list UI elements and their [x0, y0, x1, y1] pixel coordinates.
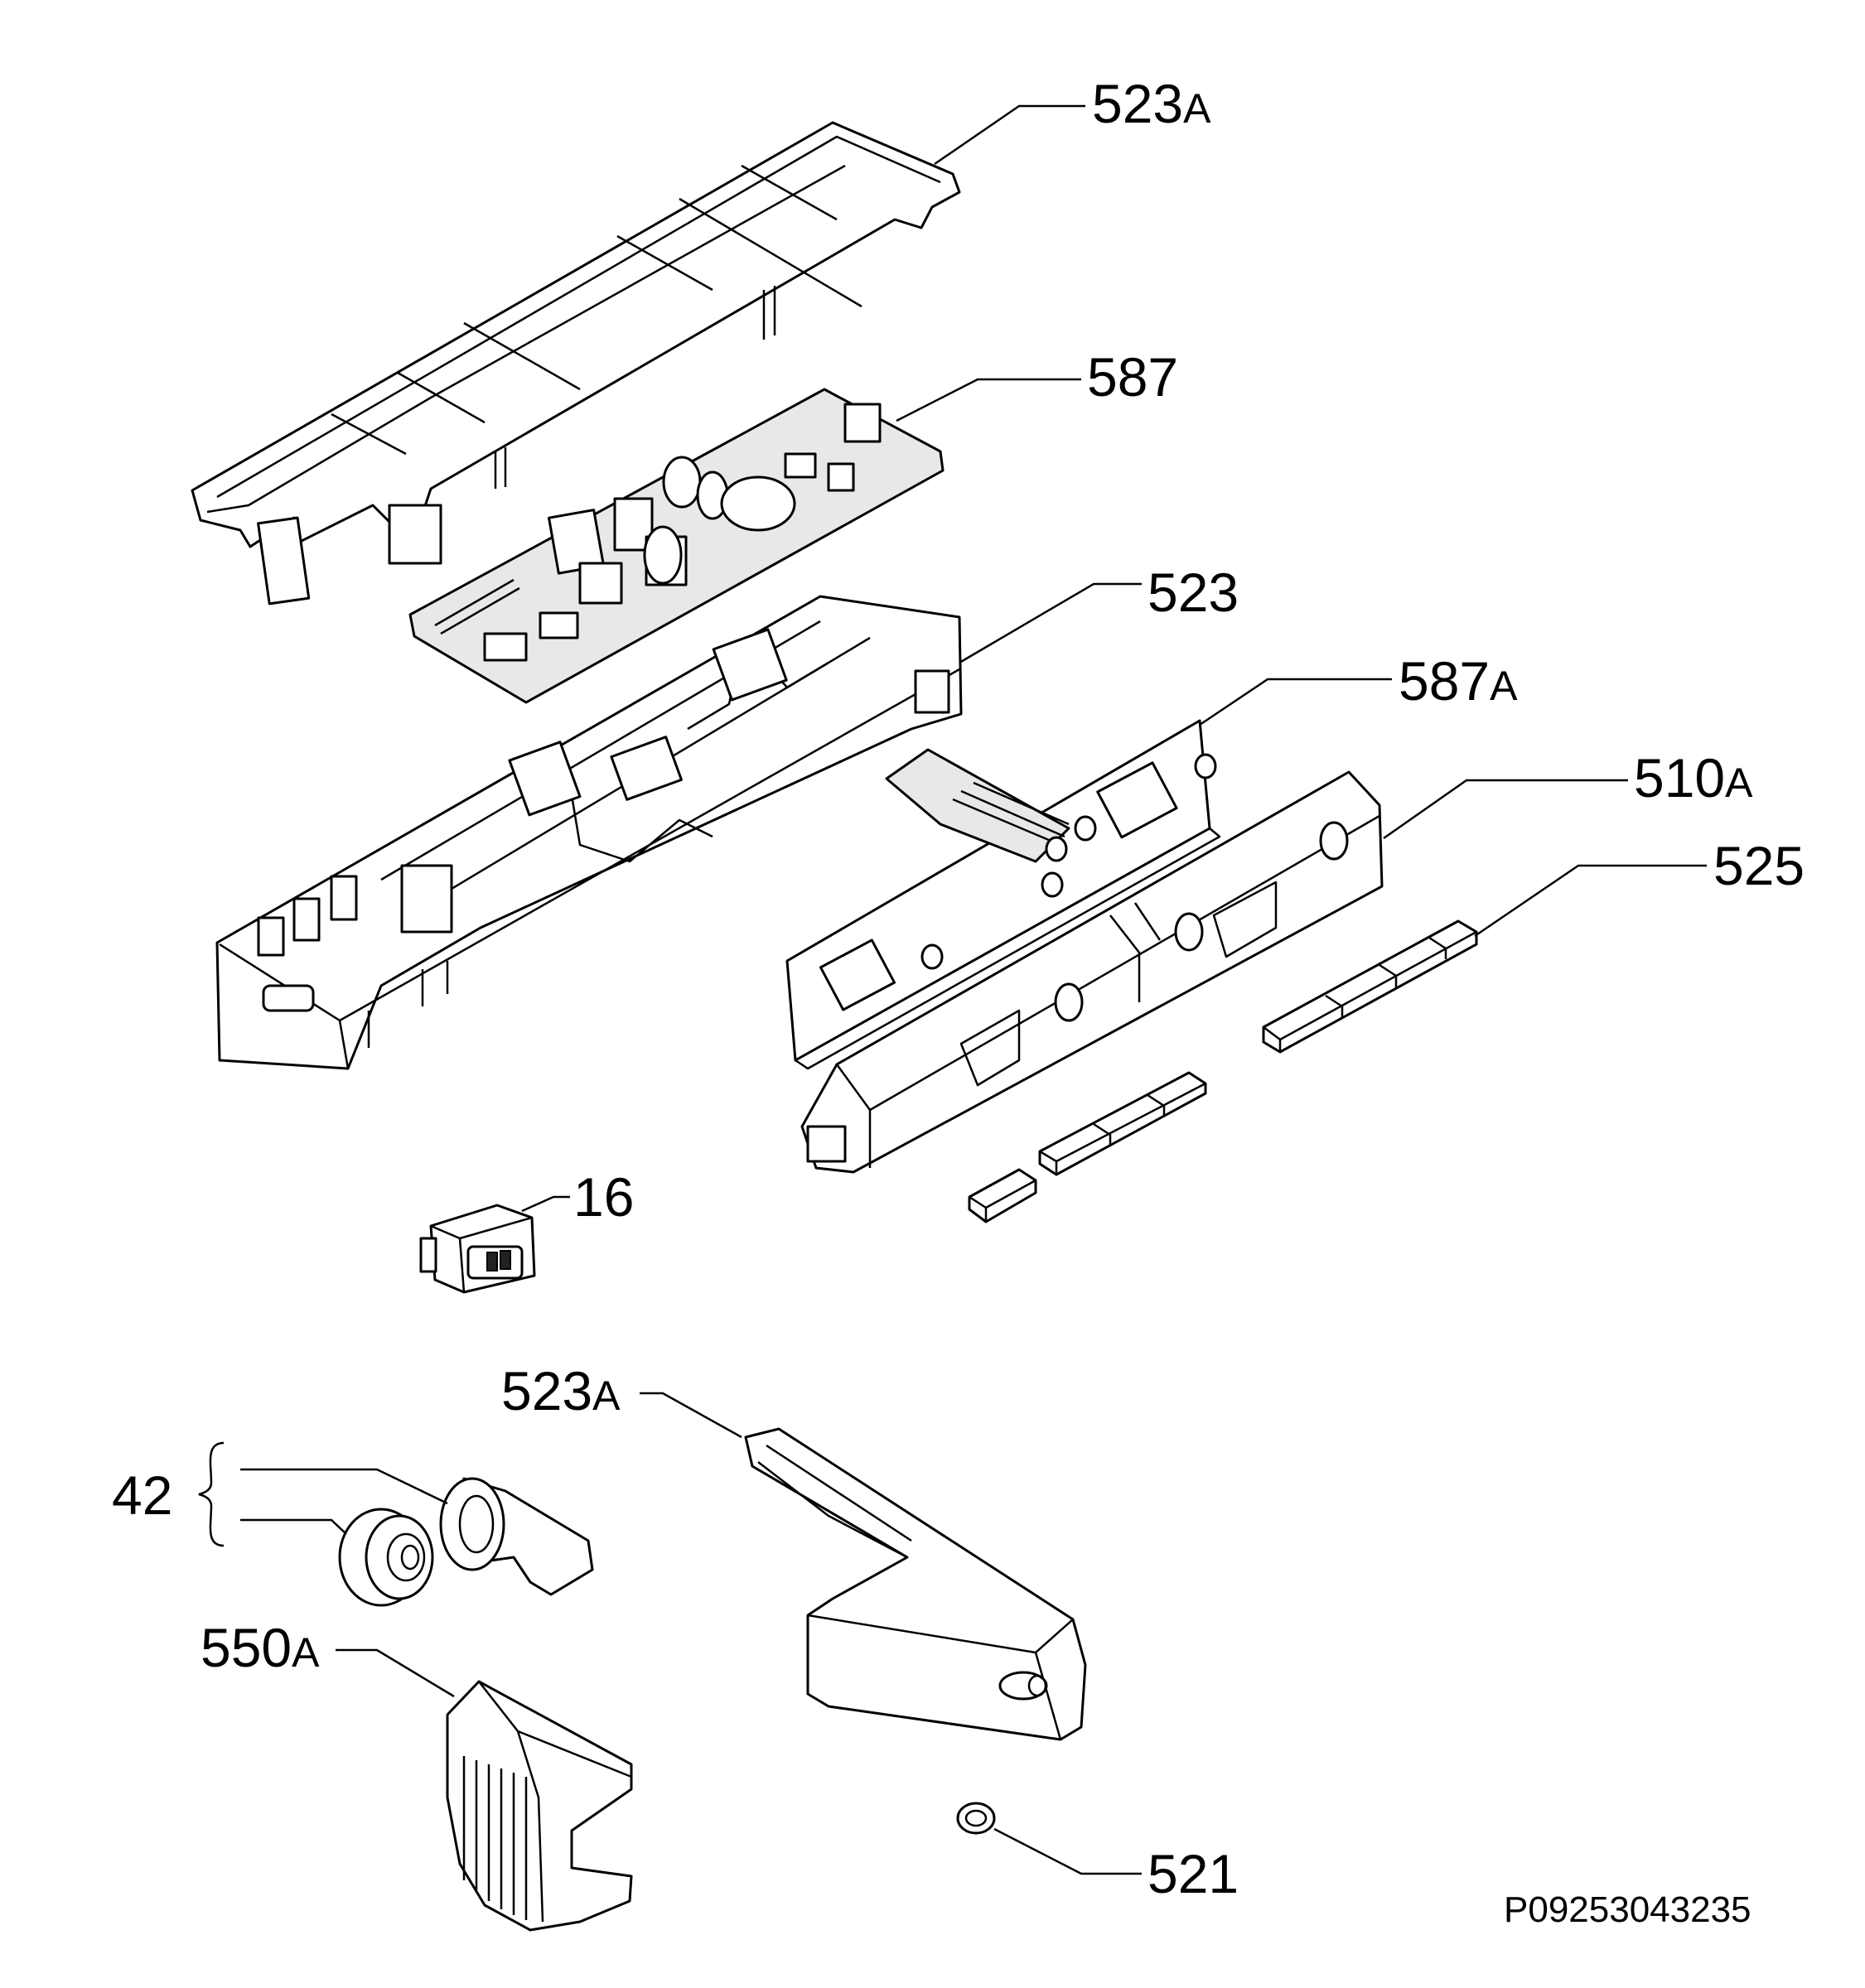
label-buttons: 525 [1713, 835, 1805, 896]
drawing-code: P09253043235 [1504, 1889, 1751, 1930]
label-main-board: 587 [1087, 346, 1178, 408]
end-cap-left-part[interactable] [446, 1680, 633, 1932]
ring-part[interactable] [956, 1802, 996, 1835]
buttons-part[interactable] [968, 919, 1478, 1223]
label-display-board: 587A [1399, 650, 1518, 712]
leader-lines [198, 104, 1707, 1875]
label-end-cap-left: 550A [201, 1617, 320, 1678]
label-ring: 521 [1148, 1843, 1239, 1904]
label-end-cap-right: 523A [501, 1360, 621, 1421]
top-cover-part[interactable] [191, 121, 961, 606]
display-board-part[interactable] [785, 719, 1221, 1070]
main-board-part[interactable] [408, 388, 945, 704]
end-cap-right-part[interactable] [744, 1427, 1087, 1741]
label-button-panel: 510A [1634, 747, 1753, 808]
switch-part[interactable] [419, 1204, 536, 1294]
label-knob-set: 42 [112, 1464, 172, 1526]
button-panel-part[interactable] [800, 770, 1384, 1174]
label-top-cover: 523A [1092, 73, 1211, 134]
label-housing: 523 [1148, 562, 1239, 623]
label-switch: 16 [573, 1166, 634, 1228]
knob-set-part[interactable] [338, 1477, 594, 1607]
housing-part[interactable] [215, 595, 963, 1070]
